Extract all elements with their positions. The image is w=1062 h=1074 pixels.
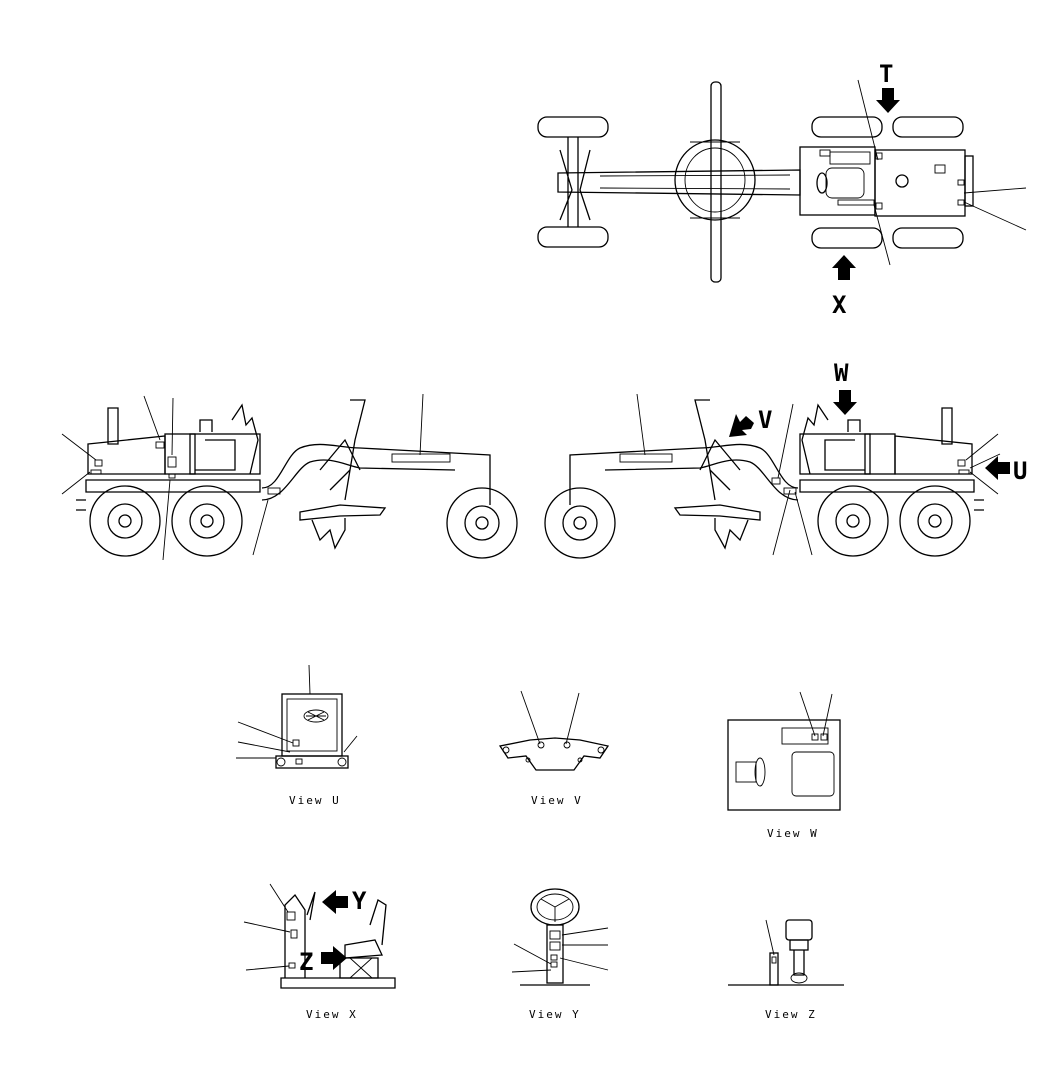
view-w-detail (727, 691, 841, 811)
circle (674, 139, 756, 221)
view-x-detail (243, 883, 396, 989)
front-wheel-upper (537, 116, 609, 138)
arrow-label-z: Z (299, 948, 313, 976)
view-w-caption: View W (767, 827, 819, 840)
view-z-detail (728, 919, 844, 986)
down-arrow-icon (876, 88, 900, 113)
front-wheel-lower (537, 226, 609, 248)
arrow-x: X (832, 255, 856, 319)
arrow-label-t: T (879, 60, 893, 88)
view-u-caption: View U (289, 794, 341, 807)
arrow-t: T (876, 60, 900, 113)
arrow-u: U (985, 456, 1027, 485)
view-v-caption: View V (531, 794, 583, 807)
up-arrow-icon (832, 255, 856, 280)
left-arrow-icon (322, 890, 348, 914)
engine-hood-top (874, 149, 966, 217)
right-arrow-icon (321, 946, 347, 970)
arrow-y: Y (322, 887, 367, 915)
arrow-label-w: W (834, 359, 849, 387)
left-arrow-icon (985, 456, 1010, 480)
left-side-view-grader (61, 393, 518, 561)
view-z-caption: View Z (765, 1008, 817, 1021)
view-u-detail (236, 664, 358, 769)
down-arrow-icon (833, 390, 857, 415)
diagonal-arrow-icon (729, 414, 754, 437)
arrow-z: Z (299, 946, 347, 976)
arrow-label-u: U (1013, 457, 1027, 485)
view-x-caption: View X (306, 1008, 358, 1021)
right-side-view-grader (544, 393, 1001, 559)
blade (710, 81, 722, 283)
view-y-detail (511, 888, 609, 986)
view-y-caption: View Y (529, 1008, 581, 1021)
arrow-label-x: X (832, 291, 847, 319)
arrow-label-v: V (758, 406, 772, 434)
view-v-detail (498, 690, 610, 771)
arrow-label-y: Y (352, 887, 367, 915)
arrow-w: W (833, 359, 857, 415)
top-view-grader (537, 79, 1027, 283)
main-frame (557, 169, 801, 196)
arrow-v: V (729, 406, 772, 437)
